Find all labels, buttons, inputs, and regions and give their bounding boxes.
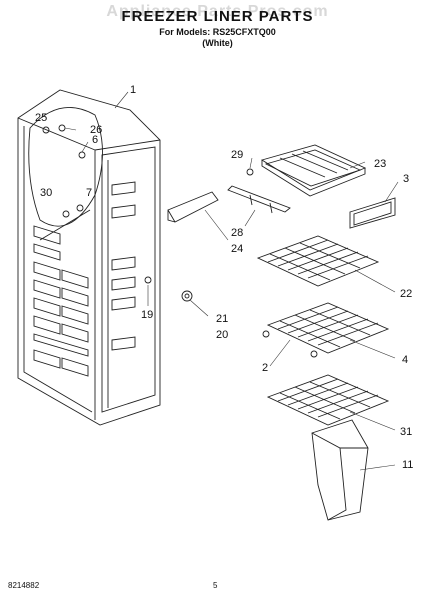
part-2-support-b [310, 350, 318, 358]
callout-20: 20 [216, 329, 228, 341]
part-24-cover [167, 191, 219, 223]
page-title: FREEZER LINER PARTS [121, 8, 314, 25]
callout-29: 29 [231, 149, 243, 161]
callout-31: 31 [400, 426, 412, 438]
callout-19: 19 [141, 309, 153, 321]
part-25-bulb [42, 126, 50, 134]
callout-7: 7 [86, 187, 92, 199]
part-20-fitting [184, 293, 190, 299]
part-23-shelf [260, 144, 367, 197]
part-30-thermostat [62, 210, 70, 218]
part-7-screw [76, 204, 84, 212]
part-3-glass [349, 197, 396, 229]
part-31-wire-shelf [266, 374, 390, 426]
part-6-knob [78, 151, 86, 159]
models-line: For Models: RS25CFXTQ00 [159, 27, 276, 37]
callout-2: 2 [262, 362, 268, 374]
part-4-wire-shelf [266, 302, 390, 354]
callout-25: 25 [35, 112, 47, 124]
freezer-liner [17, 89, 161, 426]
part-2-support-a [262, 330, 270, 338]
page-number: 5 [213, 581, 218, 590]
callout-26: 26 [90, 124, 102, 136]
callout-labels: 1 25 26 6 30 7 29 23 3 28 24 22 19 21 20… [35, 84, 413, 471]
callout-4: 4 [402, 354, 408, 366]
part-21-fitting [181, 290, 193, 302]
callout-30: 30 [40, 187, 52, 199]
doc-number: 8214882 [8, 581, 40, 590]
part-29-screw [246, 168, 254, 176]
part-19-clip [144, 276, 152, 284]
callout-11: 11 [402, 459, 413, 471]
watermark-text: Appliance Parts Pros.com [106, 3, 329, 20]
part-22-wire-shelf [256, 235, 380, 287]
callout-28: 28 [231, 227, 243, 239]
callout-24: 24 [231, 243, 243, 255]
callout-22: 22 [400, 288, 412, 300]
part-11-bin [311, 419, 369, 521]
part-28-slide [227, 185, 291, 214]
callout-6: 6 [92, 134, 98, 146]
callout-1: 1 [130, 84, 136, 96]
callout-21: 21 [216, 313, 228, 325]
callout-3: 3 [403, 173, 409, 185]
color-line: (White) [202, 38, 233, 48]
callout-23: 23 [374, 158, 386, 170]
part-26-switch [58, 124, 66, 132]
